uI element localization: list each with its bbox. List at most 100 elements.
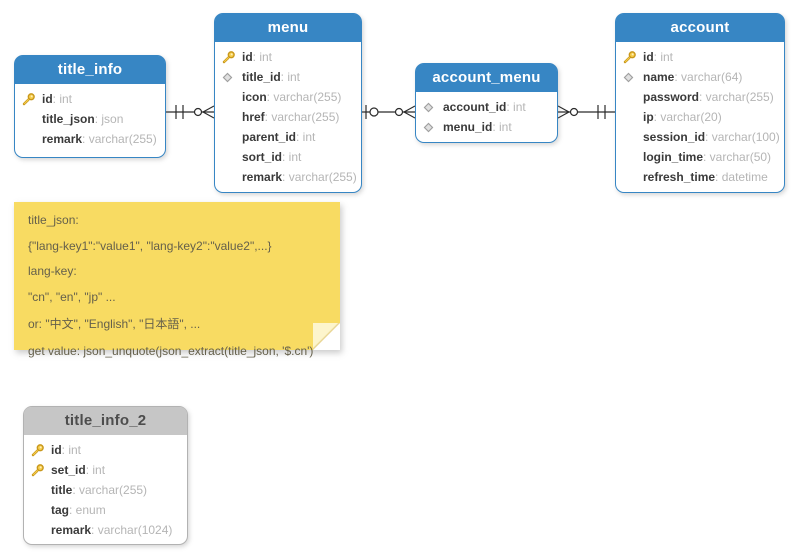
sticky-note-text: title_json: {"lang-key1":"value1", "lang-… (14, 202, 340, 358)
column-name: id (51, 443, 62, 457)
connector-account_menu-account (558, 105, 615, 119)
column-type: : varchar(64) (674, 70, 743, 84)
column-row[interactable]: name: varchar(64) (622, 67, 784, 87)
column-row[interactable]: sort_id: int (221, 147, 361, 167)
column-type: : int (52, 92, 73, 106)
column-row[interactable]: remark: varchar(255) (221, 167, 361, 187)
column-name: sort_id (242, 150, 283, 164)
table-title: account_menu (432, 69, 541, 86)
column-name: tag (51, 503, 69, 517)
column-type: : int (506, 100, 526, 114)
column-row[interactable]: tag: enum (30, 500, 187, 520)
diamond-icon (221, 71, 242, 84)
column-row[interactable]: login_time: varchar(50) (622, 147, 784, 167)
column-type: : int (61, 443, 82, 457)
column-row[interactable]: icon: varchar(255) (221, 87, 361, 107)
connector-menu-account_menu (362, 105, 415, 119)
column-type: : datetime (715, 170, 768, 184)
column-type: : int (653, 50, 674, 64)
column-type: : varchar(255) (264, 110, 340, 124)
column-name: title_id (242, 70, 281, 84)
column-type: : int (85, 463, 106, 477)
column-type: : int (296, 130, 316, 144)
column-row[interactable]: href: varchar(255) (221, 107, 361, 127)
column-type: : varchar(255) (266, 90, 342, 104)
column-row[interactable]: set_id: int (30, 460, 187, 480)
column-name: title_json (42, 112, 95, 126)
note-line: title_json: (28, 213, 79, 227)
column-row[interactable]: id: int (21, 89, 165, 109)
column-name: remark (42, 132, 83, 146)
column-name: id (42, 92, 53, 106)
column-name: icon (242, 90, 267, 104)
column-name: id (242, 50, 253, 64)
table-header[interactable]: menu (215, 14, 361, 42)
table-header[interactable]: account_menu (416, 64, 557, 92)
column-type: : varchar(20) (653, 110, 722, 124)
column-row[interactable]: id: int (622, 47, 784, 67)
column-type: : varchar(100) (705, 130, 780, 144)
column-row[interactable]: password: varchar(255) (622, 87, 784, 107)
column-row[interactable]: menu_id: int (422, 117, 557, 137)
column-row[interactable]: title_id: int (221, 67, 361, 87)
column-name: id (643, 50, 654, 64)
column-row[interactable]: id: int (221, 47, 361, 67)
column-type: : varchar(255) (72, 483, 148, 497)
column-name: set_id (51, 463, 86, 477)
column-type: : varchar(1024) (91, 523, 173, 537)
column-name: parent_id (242, 130, 297, 144)
column-type: : int (280, 70, 301, 84)
column-name: password (643, 90, 700, 104)
sticky-note[interactable]: title_json: {"lang-key1":"value1", "lang-… (14, 202, 340, 358)
column-type: : varchar(255) (699, 90, 774, 104)
key-icon (21, 92, 42, 107)
table-title: title_info (57, 61, 123, 78)
diamond-icon (622, 71, 643, 84)
column-name: refresh_time (643, 170, 716, 184)
column-row[interactable]: remark: varchar(255) (21, 129, 165, 149)
column-row[interactable]: session_id: varchar(100) (622, 127, 784, 147)
column-row[interactable]: title: varchar(255) (30, 480, 187, 500)
connector-title_info-menu (166, 105, 214, 119)
column-name: name (643, 70, 675, 84)
key-icon (622, 50, 643, 65)
key-icon (30, 463, 51, 478)
column-type: : enum (69, 503, 106, 517)
column-name: remark (51, 523, 92, 537)
column-name: title (51, 483, 73, 497)
column-type: : varchar(50) (703, 150, 772, 164)
column-name: ip (643, 110, 654, 124)
column-name: session_id (643, 130, 706, 144)
column-row[interactable]: account_id: int (422, 97, 557, 117)
column-name: menu_id (443, 120, 493, 134)
table-header[interactable]: title_info_2 (24, 407, 187, 435)
note-line: {"lang-key1":"value1", "lang-key2":"valu… (28, 238, 272, 253)
column-row[interactable]: title_json: json (21, 109, 165, 129)
column-type: : int (492, 120, 512, 134)
note-line: or: "中文", "English", "日本語", ... (28, 317, 201, 331)
column-row[interactable]: parent_id: int (221, 127, 361, 147)
column-row[interactable]: remark: varchar(1024) (30, 520, 187, 540)
key-icon (30, 443, 51, 458)
column-row[interactable]: ip: varchar(20) (622, 107, 784, 127)
table-header[interactable]: title_info (15, 56, 165, 84)
diamond-icon (422, 121, 443, 134)
column-type: : int (252, 50, 273, 64)
column-name: remark (242, 170, 283, 184)
column-row[interactable]: refresh_time: datetime (622, 167, 784, 187)
column-name: login_time (643, 150, 704, 164)
column-row[interactable]: id: int (30, 440, 187, 460)
table-title: menu (267, 19, 309, 36)
diamond-icon (422, 101, 443, 114)
note-fold-corner (313, 323, 340, 350)
table-header[interactable]: account (616, 14, 784, 42)
